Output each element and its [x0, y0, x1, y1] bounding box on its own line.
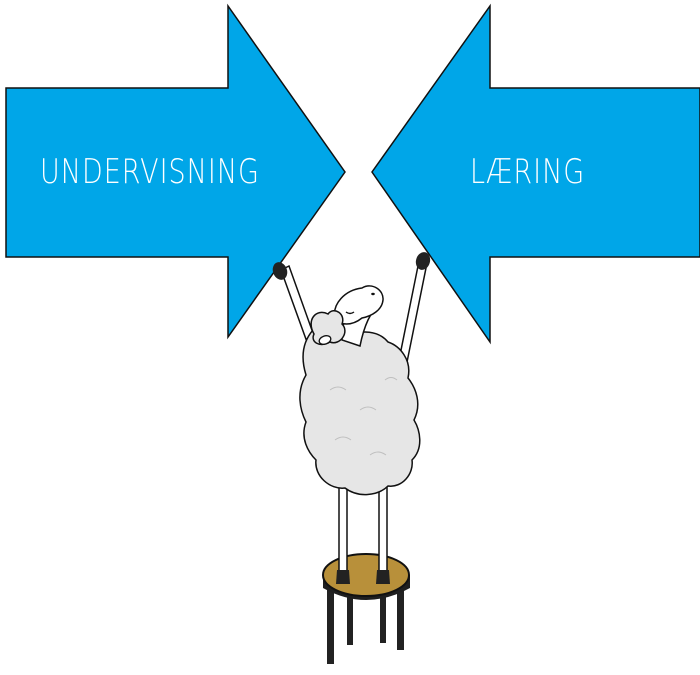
undervisning-label: UNDERVISNING: [40, 153, 260, 192]
sheep-eye: [345, 311, 355, 315]
sheep-hoof-right: [415, 252, 431, 270]
stool-leg: [347, 595, 353, 645]
sheep-legs: [336, 481, 390, 584]
sheep-nostril: [371, 292, 375, 296]
sheep-hoof: [336, 570, 350, 584]
left-arrow: [5, 3, 346, 340]
stool-leg: [327, 586, 334, 664]
stool: [322, 553, 410, 664]
sheep-head: [333, 285, 384, 325]
stool-leg: [380, 595, 386, 643]
right-arrow: [371, 3, 700, 345]
sheep-hoof-left: [272, 262, 288, 280]
sheep-body: [299, 323, 421, 496]
laering-label: LÆRING: [470, 153, 586, 192]
sheep-ear: [318, 335, 332, 345]
stool-seat: [322, 553, 410, 597]
stool-leg: [397, 586, 404, 650]
wool-texture: [329, 377, 398, 456]
sheep-hoof: [376, 570, 390, 584]
